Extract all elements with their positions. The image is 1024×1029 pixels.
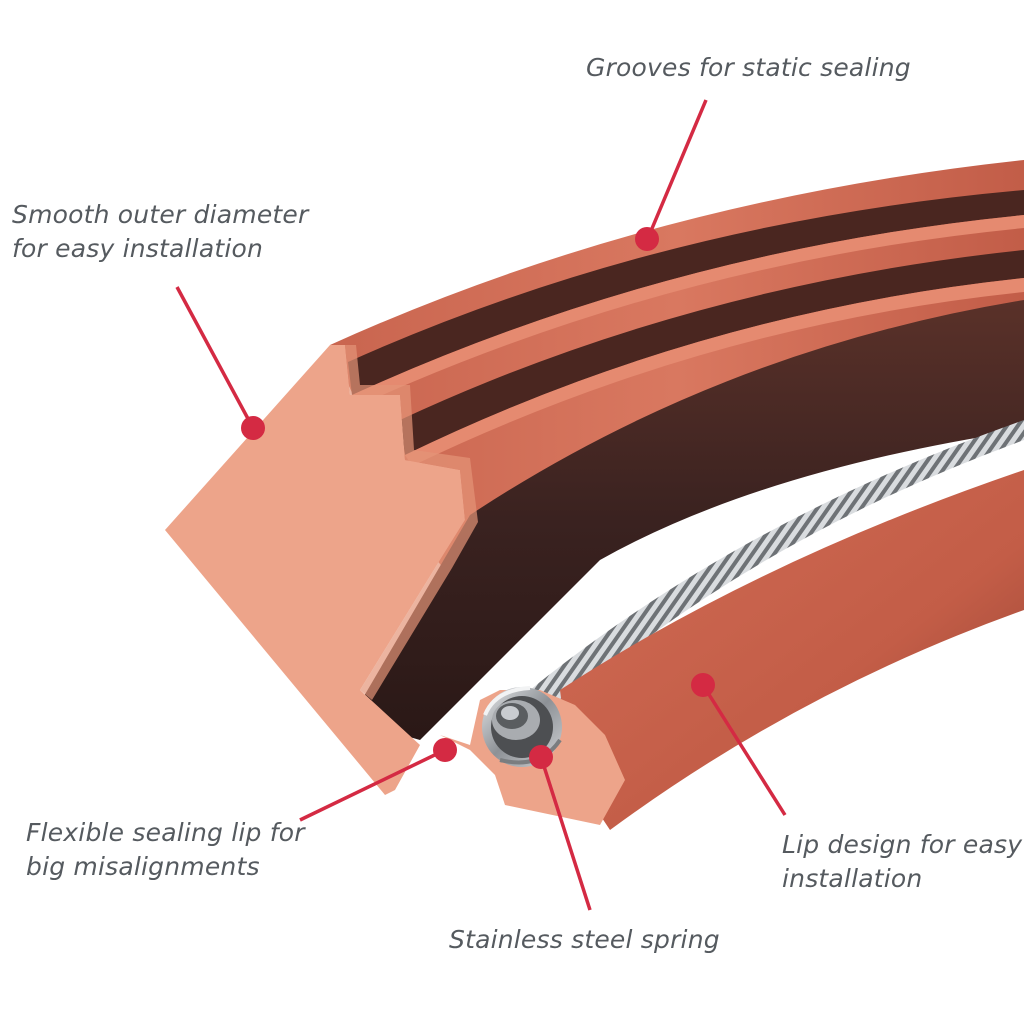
callout-sealing-lip [299, 738, 457, 822]
label-spring: Stainless steel spring [449, 923, 720, 957]
seal-outer-surface [330, 160, 1024, 600]
label-grooves-line1: Grooves for static sealing [586, 53, 911, 82]
seal-inner-channel [350, 300, 1024, 740]
label-spring-line1: Stainless steel spring [449, 925, 720, 954]
groove-1 [348, 190, 1024, 395]
label-lip-design-line1: Lip design for easy [782, 830, 1023, 859]
callout-outer-diameter [175, 286, 265, 440]
seal-cross-section-shadow [345, 345, 478, 700]
label-sealing-lip: Flexible sealing lip for big misalignmen… [26, 816, 305, 884]
callout-spring [529, 745, 592, 911]
label-outer-diameter-line2: for easy installation [12, 234, 264, 263]
label-lip-design-line2: installation [782, 864, 923, 893]
groove-2-highlight [405, 278, 1024, 466]
label-outer-diameter-line1: Smooth outer diameter [12, 200, 309, 229]
label-lip-design: Lip design for easy installation [782, 828, 1022, 896]
label-outer-diameter: Smooth outer diameter for easy installat… [12, 198, 309, 266]
callout-lip-design [691, 673, 787, 816]
groove-1-highlight [352, 215, 1024, 405]
groove-2 [400, 250, 1024, 455]
seal-lip-body [560, 470, 1024, 830]
label-sealing-lip-line1: Flexible sealing lip for [26, 818, 305, 847]
callout-grooves [635, 99, 708, 251]
spring-end [482, 686, 562, 767]
label-grooves: Grooves for static sealing [586, 51, 911, 85]
label-sealing-lip-line2: big misalignments [26, 852, 260, 881]
